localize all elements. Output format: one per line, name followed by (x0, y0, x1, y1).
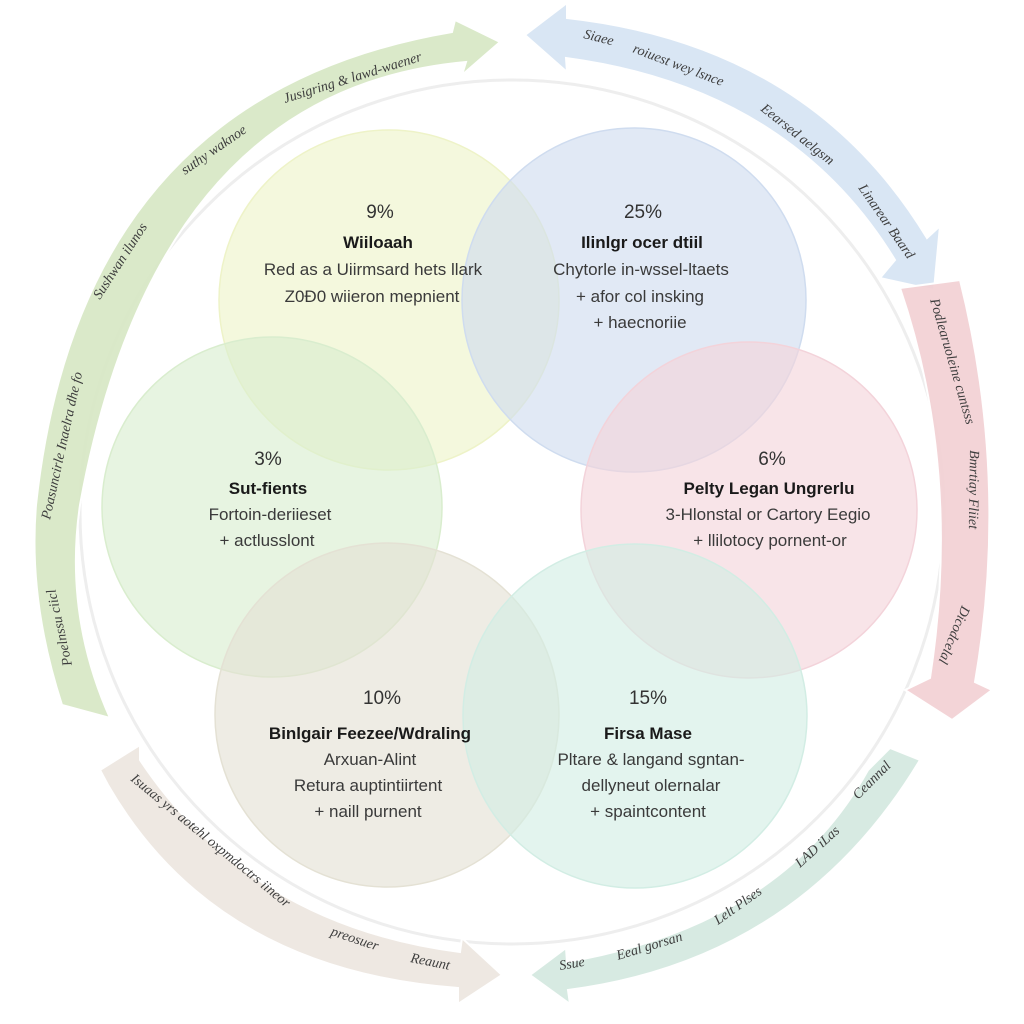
arc-label-right-2: Bmrtiay Fliiet (965, 450, 981, 530)
arrow-bottom-left-arc (98, 743, 504, 1006)
pink-title: Pelty Legan Ungrerlu (684, 479, 855, 498)
gray-line-1: Arxuan-Alint (324, 750, 417, 769)
blue-line-3: + haecnoriie (593, 313, 686, 332)
green-line-1: Fortoin-deriieset (209, 505, 332, 524)
gray-title: Binlgair Feezee/Wdraling (269, 724, 471, 743)
blue-line-1: Chytorle in-wssel-ltaets (553, 260, 729, 279)
circle-texts: 9% Wiiloaah Red as a Uiirmsard hets llar… (209, 202, 871, 821)
yellow-percent: 9% (366, 202, 394, 223)
yellow-line-2: Z0Ð0 wiieron mepnient (285, 287, 460, 306)
blue-percent: 25% (624, 202, 662, 223)
venn-circles (101, 127, 918, 889)
cycle-arrows (33, 0, 994, 1007)
gray-line-3: + naill purnent (314, 802, 422, 821)
teal-percent: 15% (629, 688, 667, 709)
pink-line-2: + llilotocy pornent-or (693, 531, 847, 550)
arc-label-bottom-right-5: Ssue (558, 955, 586, 974)
gray-line-2: Retura auptintiirtent (294, 776, 443, 795)
blue-title: Ilinlgr ocer dtiil (581, 233, 703, 252)
teal-line-1: Pltare & langand sgntan- (557, 750, 744, 769)
gray-percent: 10% (363, 688, 401, 709)
green-title: Sut-fients (229, 479, 307, 498)
blue-line-2: + afor col insking (576, 287, 704, 306)
arrow-top-right-arc (523, 0, 942, 292)
arc-label-right-top-1: Siaee (582, 27, 615, 49)
green-percent: 3% (254, 449, 282, 470)
green-line-2: + actlusslont (220, 531, 315, 550)
pink-percent: 6% (758, 449, 786, 470)
teal-line-2: dellyneut olernalar (582, 776, 721, 795)
arrow-right-arc (898, 278, 994, 722)
yellow-title: Wiiloaah (343, 233, 413, 252)
teal-title: Firsa Mase (604, 724, 692, 743)
arrow-bottom-right-arc (528, 746, 922, 1007)
teal-line-3: + spaintcontent (590, 802, 706, 821)
pink-line-1: 3-Hlonstal or Cartory Eegio (665, 505, 870, 524)
arrow-left-arc (33, 18, 502, 720)
yellow-line-1: Red as a Uiirmsard hets llark (264, 260, 483, 279)
circle-teal (462, 543, 808, 889)
